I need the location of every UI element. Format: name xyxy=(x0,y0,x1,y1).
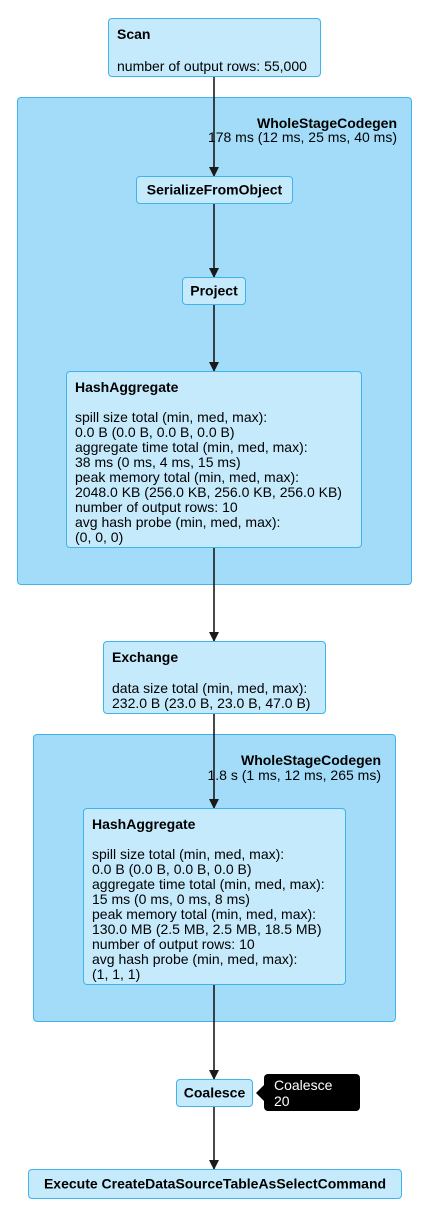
node-metric: (0, 0, 0) xyxy=(75,529,124,545)
node-metric: 38 ms (0 ms, 4 ms, 15 ms) xyxy=(75,454,241,470)
node-metric: (1, 1, 1) xyxy=(92,966,141,982)
node-metric: 130.0 MB (2.5 MB, 2.5 MB, 18.5 MB) xyxy=(92,921,322,937)
node-hashaggregate-2[interactable]: HashAggregate spill size total (min, med… xyxy=(83,808,346,985)
node-metric: avg hash probe (min, med, max): xyxy=(92,951,298,967)
node-metric: spill size total (min, med, max): xyxy=(92,846,285,862)
node-metric: 2048.0 KB (256.0 KB, 256.0 KB, 256.0 KB) xyxy=(75,484,342,500)
node-metric: data size total (min, med, max): xyxy=(112,680,308,696)
node-project[interactable]: Project xyxy=(182,277,246,305)
node-metric: 0.0 B (0.0 B, 0.0 B, 0.0 B) xyxy=(92,861,252,877)
node-title: Project xyxy=(190,282,238,299)
node-title: Exchange xyxy=(112,649,179,665)
cluster-metric: 1.8 s (1 ms, 12 ms, 265 ms) xyxy=(207,767,382,783)
cluster-title: WholeStageCodegen xyxy=(256,115,397,131)
node-metric: number of output rows: 10 xyxy=(75,499,238,515)
node-hashaggregate-1[interactable]: HashAggregate spill size total (min, med… xyxy=(66,371,362,548)
node-title: Scan xyxy=(117,26,151,42)
node-metric: 232.0 B (23.0 B, 23.0 B, 47.0 B) xyxy=(112,695,311,711)
node-serializefromobject[interactable]: SerializeFromObject xyxy=(136,176,293,204)
node-coalesce[interactable]: Coalesce xyxy=(176,1079,253,1107)
node-title: Coalesce xyxy=(183,1084,246,1101)
node-metric: number of output rows: 10 xyxy=(92,936,255,952)
node-title: SerializeFromObject xyxy=(146,181,283,198)
node-title: HashAggregate xyxy=(75,379,179,395)
node-metric: spill size total (min, med, max): xyxy=(75,409,268,425)
node-exchange[interactable]: Exchange data size total (min, med, max)… xyxy=(103,641,326,714)
node-metric: 0.0 B (0.0 B, 0.0 B, 0.0 B) xyxy=(75,424,235,440)
node-title: Execute CreateDataSourceTableAsSelectCom… xyxy=(43,1175,387,1192)
node-metric: number of output rows: 55,000 xyxy=(117,58,307,74)
coalesce-tooltip: Coalesce 20 xyxy=(264,1074,360,1111)
node-metric: peak memory total (min, med, max): xyxy=(75,469,300,485)
node-execute-createdatasourcetableasselectcommand[interactable]: Execute CreateDataSourceTableAsSelectCom… xyxy=(28,1169,402,1199)
cluster-metric: 178 ms (12 ms, 25 ms, 40 ms) xyxy=(207,129,397,145)
tooltip-text: Coalesce 20 xyxy=(274,1076,333,1109)
node-title: HashAggregate xyxy=(92,816,196,832)
node-metric: aggregate time total (min, med, max): xyxy=(92,876,325,892)
node-metric: peak memory total (min, med, max): xyxy=(92,906,317,922)
node-metric: avg hash probe (min, med, max): xyxy=(75,514,281,530)
node-scan[interactable]: Scan number of output rows: 55,000 xyxy=(108,18,321,77)
node-metric: aggregate time total (min, med, max): xyxy=(75,439,308,455)
cluster-title: WholeStageCodegen xyxy=(240,752,381,768)
node-metric: 15 ms (0 ms, 0 ms, 8 ms) xyxy=(92,891,250,907)
